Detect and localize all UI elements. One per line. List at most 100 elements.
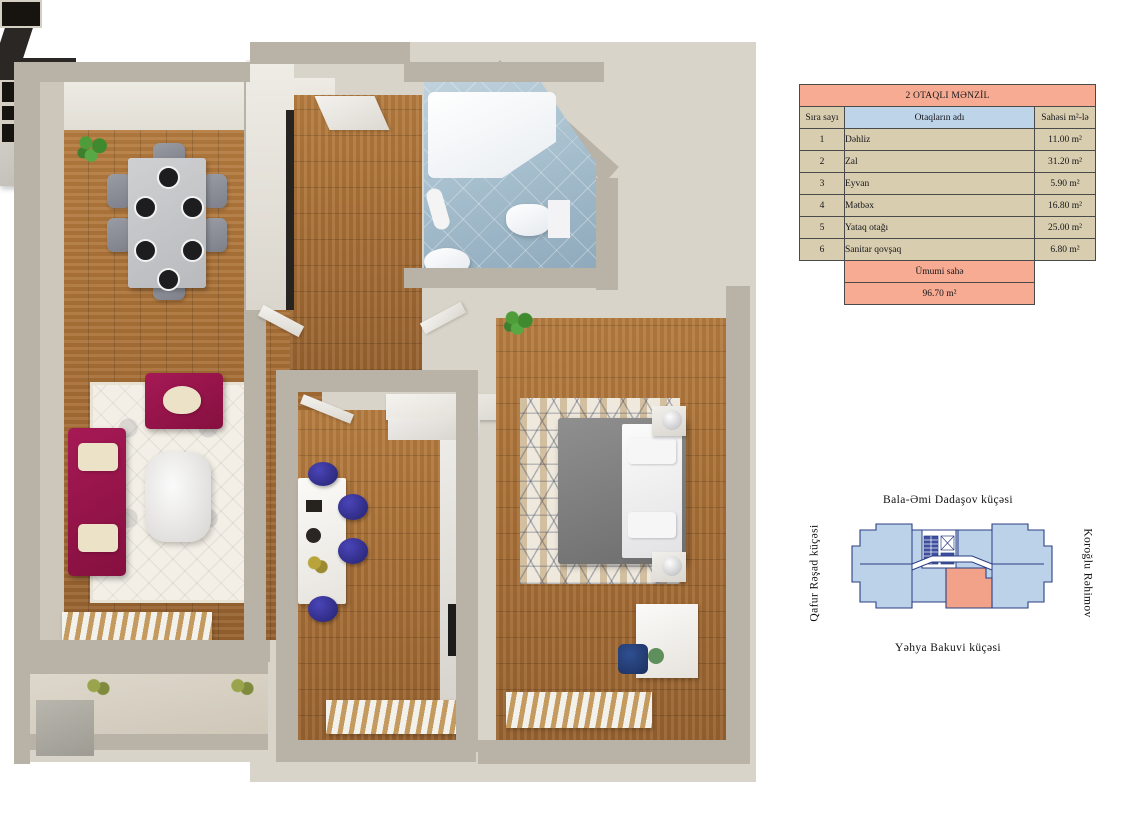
zal-wall-left: [40, 78, 64, 640]
dehliz-floor: [290, 95, 422, 370]
floor-plan-render: [0, 0, 756, 782]
key-plan-highlighted-unit: [945, 567, 993, 609]
kitchen-balcony-blinds: [326, 700, 456, 734]
table-total-value-row: 96.70 m²: [800, 282, 1096, 305]
bedroom-lamp-bottom: [662, 556, 682, 576]
bedroom-pillow-2: [628, 512, 676, 538]
key-plan-diagram: [851, 523, 1053, 609]
dehliz-ceiling-niche: [0, 0, 42, 28]
dehliz-wardrobe-track: [286, 110, 294, 310]
row-area: 16.80 m²: [1034, 194, 1096, 217]
dining-chair-right-1: [203, 174, 227, 208]
dining-plate-6: [157, 268, 180, 291]
table-row: 1 Dəhliz 11.00 m²: [799, 128, 1096, 151]
table-total-label-row: Ümumi sahə: [800, 260, 1096, 283]
street-label-top: Bala-Əmi Dadaşov küçəsi: [883, 494, 1013, 506]
exterior-wall-right: [726, 286, 750, 756]
bath-toilet: [506, 204, 552, 236]
table-row: 6 Sanitar qovşaq 6.80 m²: [799, 238, 1096, 261]
dining-plate-5: [181, 239, 204, 262]
header-room-name: Otaqların adı: [844, 106, 1035, 129]
bath-cistern: [548, 200, 570, 238]
eyvan-wall-front: [14, 660, 268, 674]
bedroom-lamp-top: [662, 410, 682, 430]
key-plan-corridor: [911, 555, 993, 571]
row-room-name: Eyvan: [844, 172, 1035, 195]
street-label-bottom: Yəhya Bakuvi küçəsi: [895, 642, 1001, 654]
kitchen-table: [298, 478, 346, 604]
kitchen-chair-2: [338, 494, 368, 520]
table-row: 3 Eyvan 5.90 m²: [799, 172, 1096, 195]
exterior-wall-top-mid: [250, 42, 410, 64]
row-room-name: Mətbəx: [844, 194, 1035, 217]
table-title-row: 2 OTAQLI MƏNZİL: [799, 84, 1096, 107]
header-area: Sahəsi m²-lə: [1034, 106, 1096, 129]
table-row: 5 Yataq otağı 25.00 m²: [799, 216, 1096, 239]
row-area: 31.20 m²: [1034, 150, 1096, 173]
bedroom-desk-chair: [618, 644, 648, 674]
header-number: Sıra sayı: [799, 106, 845, 129]
exterior-wall-bottom-mid: [276, 740, 476, 762]
apartment-spec-table: 2 OTAQLI MƏNZİL Sıra sayı Otaqların adı …: [799, 84, 1096, 305]
row-number: 4: [799, 194, 845, 217]
row-number: 6: [799, 238, 845, 261]
dining-plate-4: [134, 239, 157, 262]
kitchen-upper-cabinets: [386, 394, 498, 420]
total-area-value: 96.70 m²: [844, 282, 1035, 305]
row-number: 3: [799, 172, 845, 195]
row-area: 11.00 m²: [1034, 128, 1096, 151]
total-spacer-left-2: [800, 283, 845, 305]
dining-plate-3: [181, 196, 204, 219]
exterior-wall-left: [14, 62, 40, 662]
table-header-row: Sıra sayı Otaqların adı Sahəsi m²-lə: [799, 106, 1096, 129]
row-room-name: Yataq otağı: [844, 216, 1035, 239]
eyvan-step: [36, 700, 94, 756]
bedroom-wall-left: [456, 392, 478, 752]
row-room-name: Dəhliz: [844, 128, 1035, 151]
exterior-wall-right-upper: [596, 178, 618, 290]
total-spacer-right: [1035, 261, 1096, 283]
row-area: 5.90 m²: [1034, 172, 1096, 195]
row-number: 2: [799, 150, 845, 173]
exterior-wall-zal-bottom: [14, 640, 270, 662]
bedroom-pillow-1: [628, 438, 676, 464]
sofa-cushion-1: [78, 443, 118, 471]
eyvan-plant-right: [228, 676, 256, 700]
total-spacer-left: [800, 261, 845, 283]
table-row: 2 Zal 31.20 m²: [799, 150, 1096, 173]
dining-plate-1: [157, 166, 180, 189]
kitchen-chair-3: [338, 538, 368, 564]
bedroom-desk-accessory: [648, 648, 664, 664]
interior-wall-corridor-bottom: [276, 370, 478, 392]
bedroom-balcony-blinds: [506, 692, 652, 728]
street-label-left: Qafur Rəşad küçəsi: [808, 524, 821, 622]
dining-chair-right-2: [203, 218, 227, 252]
key-plan-locator: Bala-Əmi Dadaşov küçəsi Qafur Rəşad küçə…: [808, 492, 1094, 654]
dining-chair-left-2: [107, 218, 131, 252]
row-area: 25.00 m²: [1034, 216, 1096, 239]
total-spacer-right-2: [1035, 283, 1096, 305]
interior-wall-bath-bottom: [404, 268, 604, 288]
kitchen-chair-4: [308, 596, 338, 622]
street-label-right: Koroğlu Rəhimov: [1081, 528, 1094, 618]
exterior-wall-top-left: [14, 62, 250, 82]
row-area: 6.80 m²: [1034, 238, 1096, 261]
dining-plate-2: [134, 196, 157, 219]
row-room-name: Zal: [844, 150, 1035, 173]
sofa-cushion-2: [78, 524, 118, 552]
kitchen-table-plant: [304, 554, 330, 576]
zal-plant-corner: [75, 133, 111, 165]
kitchen-table-items: [306, 500, 322, 512]
dining-chair-left-1: [107, 174, 131, 208]
row-number: 5: [799, 216, 845, 239]
total-area-label: Ümumi sahə: [844, 260, 1035, 283]
kitchen-wall-left: [276, 392, 298, 752]
kitchen-table-bowl: [306, 528, 321, 543]
table-title: 2 OTAQLI MƏNZİL: [799, 84, 1096, 107]
row-room-name: Sanitar qovşaq: [844, 238, 1035, 261]
armchair-cushion: [163, 386, 201, 414]
eyvan-plant-left: [84, 676, 112, 700]
bedroom-plant: [502, 310, 536, 336]
zal-coffee-table: [145, 452, 211, 542]
dehliz-dark-beam-1: [0, 28, 33, 58]
